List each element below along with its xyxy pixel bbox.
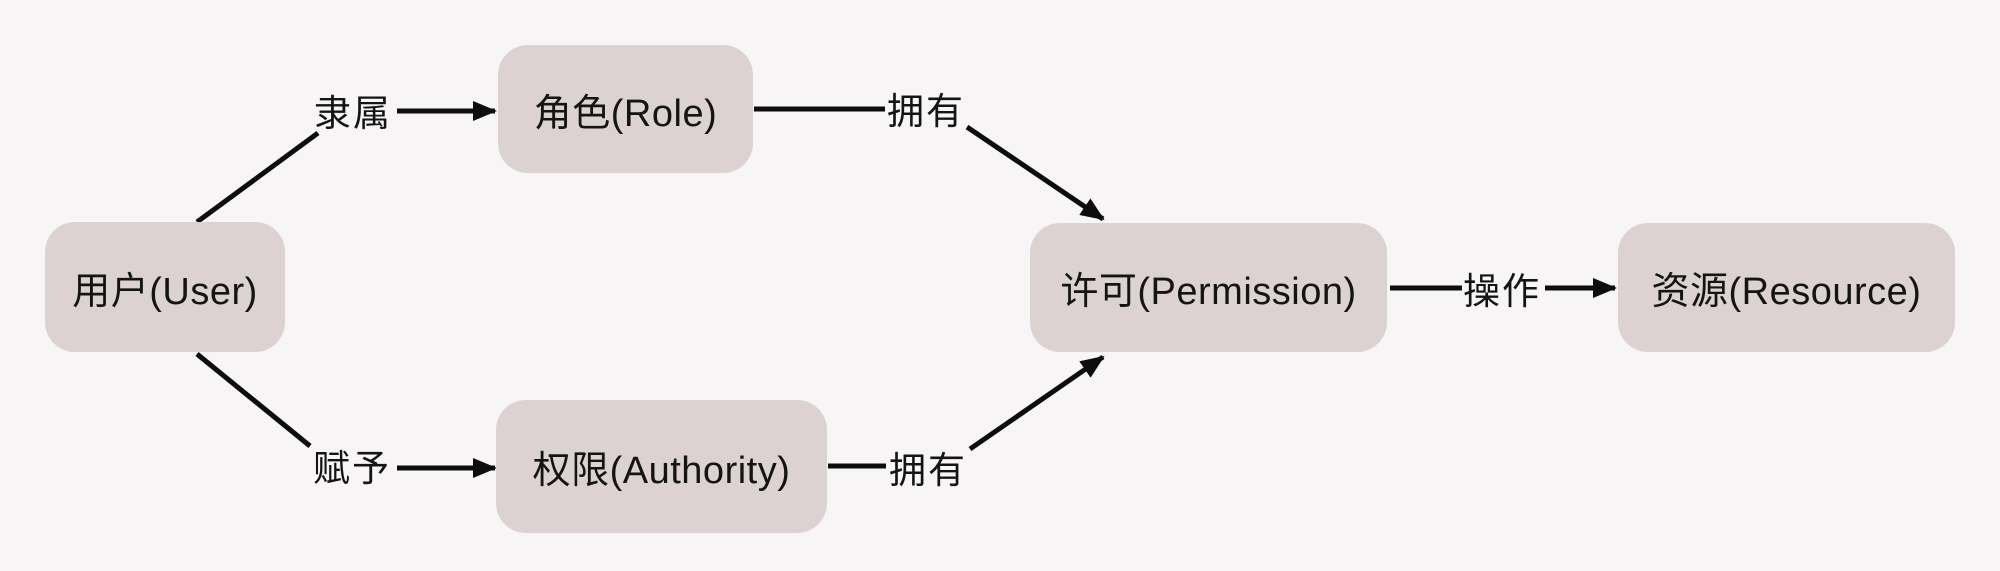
node-role: 角色(Role) xyxy=(498,45,753,173)
edge-label-authority-permission: 拥有 xyxy=(889,450,967,491)
edge-authority-permission-arrow xyxy=(968,354,1105,452)
node-resource: 资源(Resource) xyxy=(1618,223,1955,352)
node-user: 用户(User) xyxy=(45,222,285,352)
node-authority: 权限(Authority) xyxy=(496,400,827,533)
edge-label-user-role: 隶属 xyxy=(314,93,392,134)
edge-label-user-authority: 赋予 xyxy=(313,448,391,489)
edge-user-authority-line xyxy=(195,352,312,448)
node-permission: 许可(Permission) xyxy=(1030,223,1387,352)
edge-label-permission-resource: 操作 xyxy=(1463,271,1541,312)
edge-label-role-permission: 拥有 xyxy=(887,91,965,132)
edge-role-permission-arrow xyxy=(965,124,1105,222)
edge-user-role-line xyxy=(195,130,320,225)
